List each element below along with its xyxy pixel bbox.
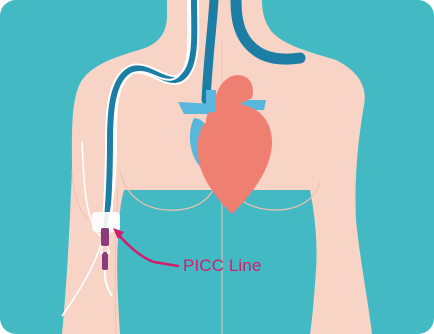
picc-line-label: PICC Line: [183, 256, 261, 276]
heart-vessel-top: [206, 90, 216, 112]
catheter-hub: [101, 228, 109, 246]
catheter-hub-2: [102, 252, 108, 270]
